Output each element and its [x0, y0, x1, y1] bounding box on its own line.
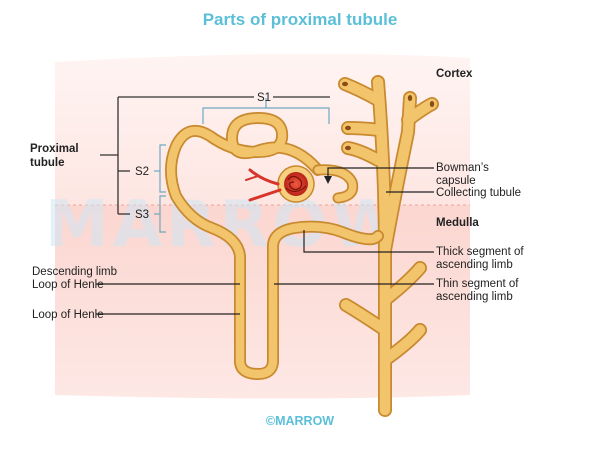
proximal-tubule-label-line1: Proximal: [30, 143, 79, 155]
collecting-tubule-label: Collecting tubule: [436, 187, 521, 199]
page-title: Parts of proximal tubule: [202, 10, 398, 29]
s3-label: S3: [135, 209, 149, 221]
thin-segment-label-line2: ascending limb: [436, 291, 513, 303]
bowmans-capsule: [245, 165, 315, 203]
bowmans-capsule-label-line2: capsule: [436, 175, 476, 187]
proximal-tubule-label-line2: tubule: [30, 157, 65, 169]
credit-text: ©MARROW: [265, 414, 335, 428]
descending-limb-label-line2: Loop of Henle: [32, 279, 104, 291]
thick-segment-label-line1: Thick segment of: [436, 246, 524, 258]
medulla-label: Medulla: [436, 217, 479, 229]
loop-of-henle-label: Loop of Henle: [32, 309, 104, 321]
medulla-region: [55, 205, 470, 399]
nephron-tubule: [165, 112, 384, 380]
proximal-brackets: [100, 96, 330, 233]
cortex-label: Cortex: [436, 68, 473, 80]
leader-lines: [96, 167, 434, 315]
s2-label: S2: [135, 166, 149, 178]
thick-segment-label-line2: ascending limb: [436, 259, 513, 271]
s1-label: S1: [257, 92, 271, 104]
thin-segment-label-line1: Thin segment of: [436, 278, 519, 290]
descending-limb-label-line1: Descending limb: [32, 266, 117, 278]
bowmans-capsule-label-line1: Bowman’s: [436, 162, 489, 174]
collecting-duct: [338, 75, 439, 417]
